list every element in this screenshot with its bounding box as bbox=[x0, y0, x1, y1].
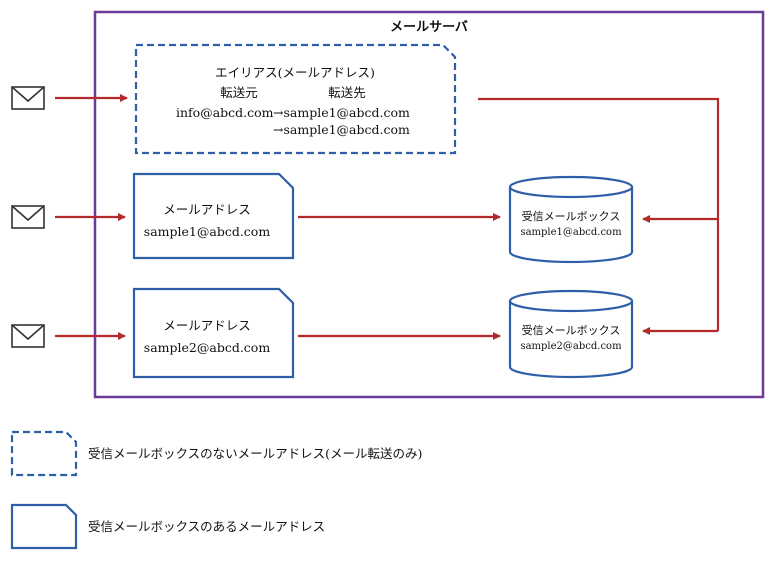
alias-to-address-2: →sample1@abcd.com bbox=[273, 122, 410, 137]
mailbox1-title: 受信メールボックス bbox=[521, 210, 621, 223]
address-box-1 bbox=[132, 172, 295, 260]
mailbox1-address: sample1@abcd.com bbox=[520, 227, 622, 238]
address1-title: メールアドレス bbox=[163, 202, 251, 217]
envelope-icon bbox=[11, 205, 45, 229]
address-box-2 bbox=[132, 287, 295, 379]
alias-title: エイリアス(メールアドレス) bbox=[215, 65, 375, 80]
envelope-icon bbox=[11, 324, 45, 348]
address2-value: sample2@abcd.com bbox=[143, 340, 271, 355]
address1-value: sample1@abcd.com bbox=[143, 224, 271, 239]
mail-server-title: メールサーバ bbox=[390, 20, 468, 35]
legend-dashed-box bbox=[10, 430, 78, 477]
mail-server-frame bbox=[93, 10, 765, 399]
legend-solid-box bbox=[10, 503, 78, 550]
alias-from-address: info@abcd.com bbox=[176, 105, 274, 120]
legend-solid-label: 受信メールボックスのあるメールアドレス bbox=[88, 519, 326, 534]
alias-box bbox=[134, 43, 457, 155]
alias-to-label: 転送先 bbox=[328, 85, 366, 100]
legend-dashed-label: 受信メールボックスのないメールアドレス(メール転送のみ) bbox=[88, 446, 423, 461]
mailbox-cylinder-2 bbox=[508, 289, 634, 379]
mailbox-cylinder-1 bbox=[508, 175, 634, 264]
mailbox2-title: 受信メールボックス bbox=[521, 324, 621, 337]
forward-line bbox=[478, 97, 720, 331]
alias-from-label: 転送元 bbox=[220, 85, 258, 100]
address2-title: メールアドレス bbox=[163, 318, 251, 333]
envelope-icon bbox=[11, 86, 45, 110]
alias-to-address-1: →sample1@abcd.com bbox=[273, 105, 410, 120]
mailbox2-address: sample2@abcd.com bbox=[520, 341, 622, 352]
